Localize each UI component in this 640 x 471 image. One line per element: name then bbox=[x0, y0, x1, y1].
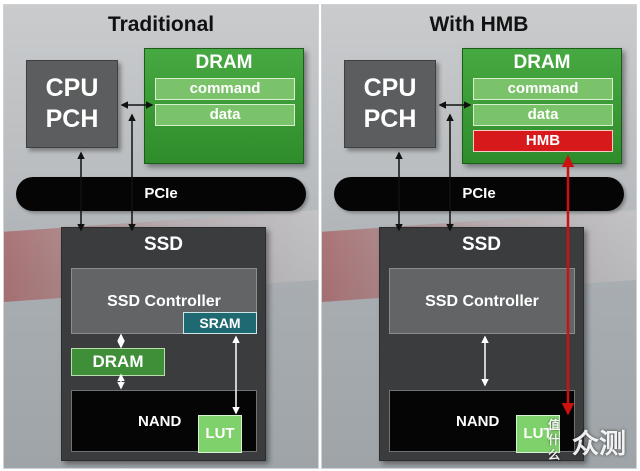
nand-block: NAND LUT bbox=[71, 390, 257, 453]
pcie-bus: PCIe bbox=[334, 177, 624, 211]
lut-block: LUT bbox=[198, 415, 242, 453]
dram-data-row: data bbox=[155, 104, 295, 126]
pch-label: PCH bbox=[363, 105, 417, 133]
traditional-panel: Traditional CPU PCH DRAM command data PC… bbox=[3, 4, 319, 469]
ssd-block: SSD SSD Controller SRAM DRAM NAND LUT bbox=[61, 227, 266, 461]
sram-block: SRAM bbox=[183, 312, 257, 334]
cpu-label: CPU bbox=[363, 74, 417, 102]
ssd-dram-block: DRAM bbox=[71, 348, 165, 376]
hmb-panel: With HMB CPU PCH DRAM command data HMB P… bbox=[321, 4, 637, 469]
ssd-title: SSD bbox=[143, 234, 184, 255]
cpu-label: CPU bbox=[45, 74, 99, 102]
pch-label: PCH bbox=[45, 105, 99, 133]
dram-hmb-row: HMB bbox=[473, 130, 613, 152]
traditional-arrows bbox=[77, 101, 240, 415]
cpu-pch-block: CPU PCH bbox=[26, 60, 118, 148]
cpu-pch-block: CPU PCH bbox=[344, 60, 436, 148]
ssd-controller: SSD Controller bbox=[389, 268, 575, 334]
ssd-controller-label: SSD Controller bbox=[425, 293, 539, 310]
host-dram-block: DRAM command data bbox=[144, 48, 304, 164]
watermark-text: 众测 bbox=[572, 429, 626, 460]
lut-block: LUT bbox=[516, 415, 560, 453]
host-dram-block: DRAM command data HMB bbox=[462, 48, 622, 164]
dram-title: DRAM bbox=[513, 52, 571, 73]
dram-title: DRAM bbox=[195, 52, 253, 73]
panel-title: With HMB bbox=[429, 13, 529, 36]
ssd-title: SSD bbox=[461, 234, 502, 255]
nand-label: NAND bbox=[456, 413, 500, 430]
watermark-badge: 值 什么 bbox=[548, 418, 561, 462]
ssd-controller: SSD Controller SRAM bbox=[71, 268, 257, 334]
pcie-bus: PCIe bbox=[16, 177, 306, 211]
watermark: 值 什么 众测 bbox=[548, 416, 636, 466]
nand-label: NAND bbox=[138, 413, 182, 430]
dram-command-row: command bbox=[473, 78, 613, 100]
dram-command-row: command bbox=[155, 78, 295, 100]
hmb-arrows bbox=[395, 101, 575, 416]
ssd-controller-label: SSD Controller bbox=[107, 293, 221, 310]
panel-title: Traditional bbox=[107, 13, 215, 36]
dram-data-row: data bbox=[473, 104, 613, 126]
nand-block: NAND LUT bbox=[389, 390, 575, 453]
